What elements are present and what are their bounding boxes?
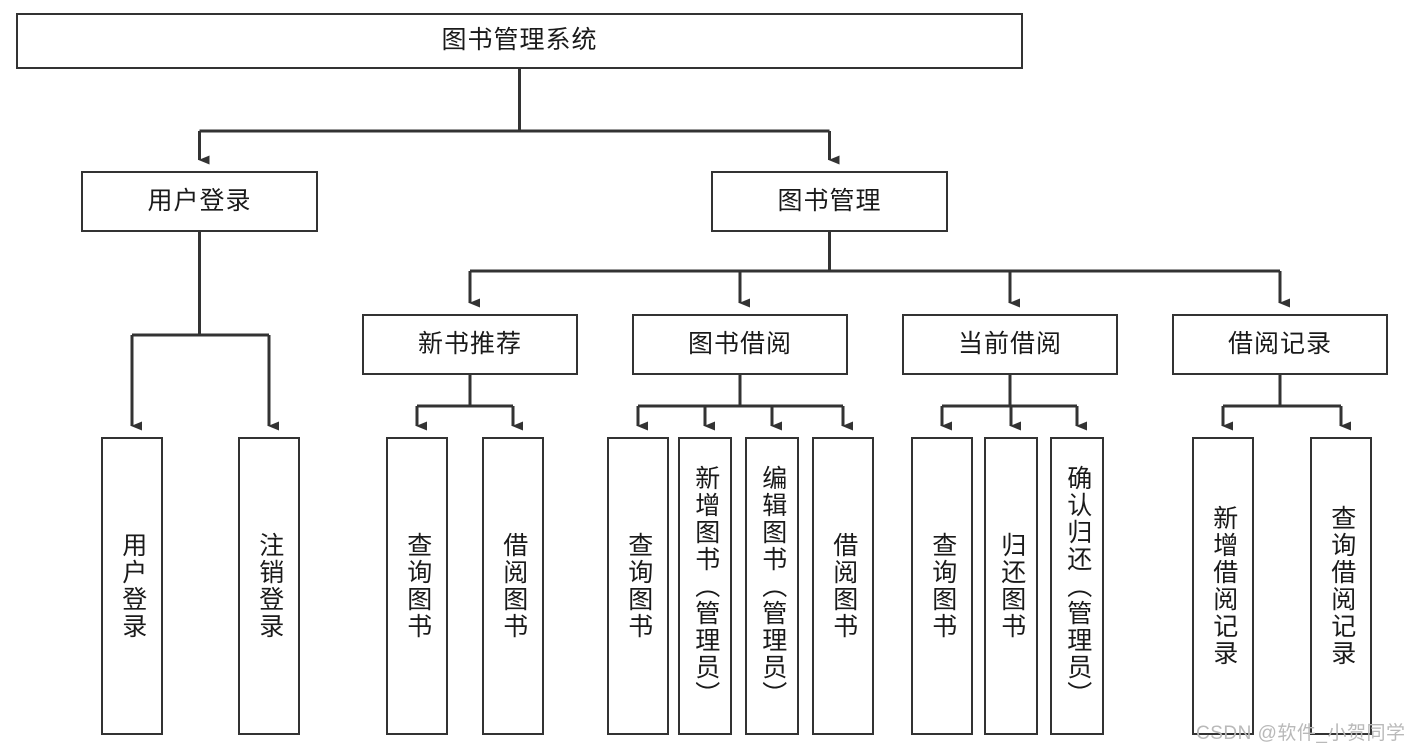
node-book-borrow[interactable]: 图书借阅 (632, 314, 848, 375)
node-leaf-rec-add-record-label: 新增借阅记录 (1209, 505, 1238, 667)
node-leaf-rec-add-record[interactable]: 新增借阅记录 (1192, 437, 1254, 735)
node-leaf-cur-query-book[interactable]: 查询图书 (911, 437, 973, 735)
node-root[interactable]: 图书管理系统 (16, 13, 1023, 69)
node-borrow-record-label: 借阅记录 (1227, 329, 1332, 358)
node-leaf-cur-query-book-label: 查询图书 (928, 532, 957, 640)
node-leaf-user-login[interactable]: 用户登录 (101, 437, 163, 735)
node-root-label: 图书管理系统 (441, 26, 598, 55)
csdn-watermark: CSDN @软件_小贺同学 (1196, 723, 1405, 744)
node-leaf-cur-return-book-label: 归还图书 (997, 532, 1026, 640)
node-leaf-user-login-label: 用户登录 (118, 532, 147, 640)
node-leaf-user-logout-label: 注销登录 (255, 532, 284, 640)
node-current-borrow[interactable]: 当前借阅 (902, 314, 1118, 375)
node-new-book-rec-label: 新书推荐 (417, 329, 522, 358)
node-leaf-borrow-borrow-book-label: 借阅图书 (829, 532, 858, 640)
node-leaf-rec-borrow-book-label: 借阅图书 (499, 532, 528, 640)
node-leaf-borrow-query-book[interactable]: 查询图书 (607, 437, 669, 735)
node-book-borrow-label: 图书借阅 (687, 329, 792, 358)
node-leaf-borrow-borrow-book[interactable]: 借阅图书 (812, 437, 874, 735)
node-leaf-borrow-edit-book[interactable]: 编辑图书（管理员） (745, 437, 799, 735)
node-leaf-cur-return-book[interactable]: 归还图书 (984, 437, 1038, 735)
node-leaf-rec-borrow-book[interactable]: 借阅图书 (482, 437, 544, 735)
node-new-book-rec[interactable]: 新书推荐 (362, 314, 578, 375)
node-leaf-borrow-edit-book-label: 编辑图书（管理员） (758, 464, 787, 708)
node-book-manage-label: 图书管理 (777, 186, 882, 215)
node-leaf-user-logout[interactable]: 注销登录 (238, 437, 300, 735)
node-leaf-rec-query-record[interactable]: 查询借阅记录 (1310, 437, 1372, 735)
node-user-login-label: 用户登录 (147, 186, 252, 215)
node-leaf-rec-query-book-label: 查询图书 (403, 532, 432, 640)
node-leaf-rec-query-record-label: 查询借阅记录 (1327, 505, 1356, 667)
node-book-manage[interactable]: 图书管理 (711, 171, 948, 232)
node-leaf-borrow-query-book-label: 查询图书 (624, 532, 653, 640)
node-user-login[interactable]: 用户登录 (81, 171, 318, 232)
node-current-borrow-label: 当前借阅 (957, 329, 1062, 358)
node-leaf-cur-confirm-return-label: 确认归还（管理员） (1063, 464, 1092, 708)
node-borrow-record[interactable]: 借阅记录 (1172, 314, 1388, 375)
node-leaf-borrow-add-book[interactable]: 新增图书（管理员） (678, 437, 732, 735)
node-leaf-cur-confirm-return[interactable]: 确认归还（管理员） (1050, 437, 1104, 735)
node-leaf-borrow-add-book-label: 新增图书（管理员） (691, 464, 720, 708)
node-leaf-rec-query-book[interactable]: 查询图书 (386, 437, 448, 735)
